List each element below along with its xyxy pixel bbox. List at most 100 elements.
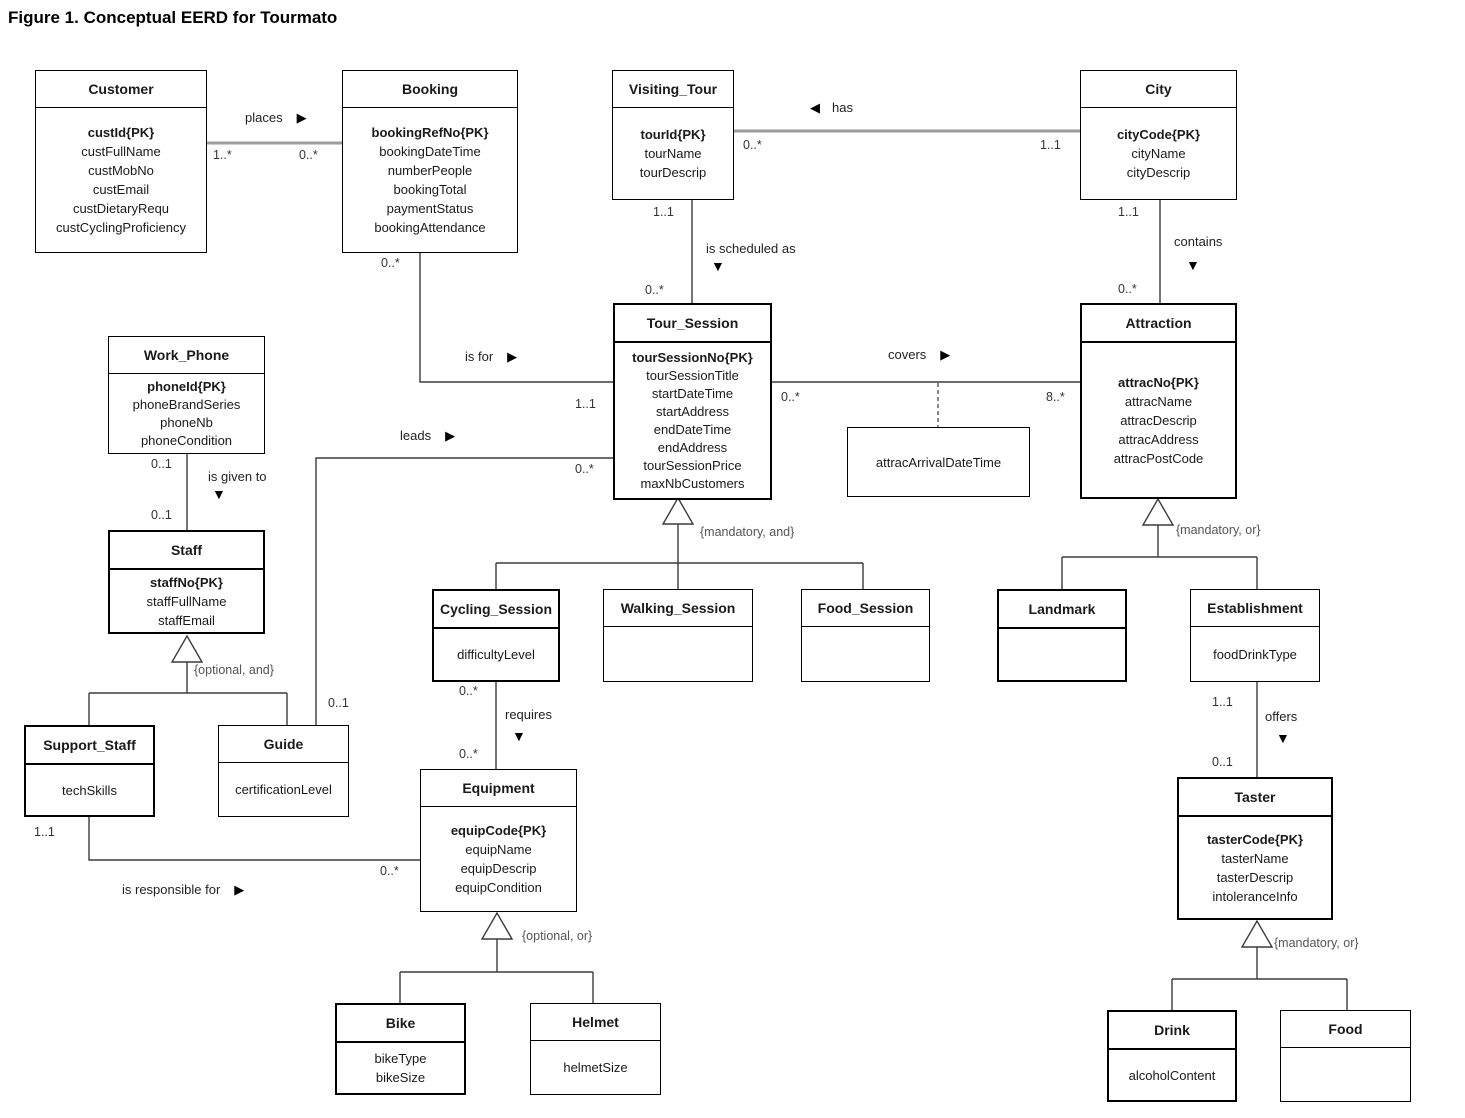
entity-title: Customer [36, 71, 206, 108]
entity-attributes: helmetSize [531, 1041, 660, 1094]
cardinality-is-given-to-work-phone: 0..1 [151, 457, 172, 471]
entity-attribute: phoneCondition [140, 432, 233, 448]
entity-helmet: Helmet helmetSize [530, 1003, 661, 1095]
entity-attribute: staffEmail [158, 613, 215, 628]
entity-title: Work_Phone [109, 337, 264, 374]
entity-attribute: custDietaryRequ [72, 201, 170, 216]
entity-attribute: equipName [465, 842, 532, 857]
entity-attribute: techSkills [62, 782, 117, 798]
cardinality-contains-top: 1..1 [1118, 205, 1139, 219]
entity-attribute: cityCode{PK} [1116, 127, 1201, 142]
cardinality-is-given-to-staff: 0..1 [151, 508, 172, 522]
entity-attribute: custId{PK} [87, 125, 155, 140]
inheritance-triangle-taster [1240, 919, 1274, 948]
entity-title: Staff [110, 532, 263, 570]
entity-attribute: attracName [1124, 393, 1193, 409]
arrow-left-icon: ◀ [810, 100, 820, 115]
entity-attribute: bookingRefNo{PK} [371, 125, 489, 140]
line-is-responsible-for [88, 817, 420, 861]
cardinality-is-responsible-for-equipment: 0..* [380, 864, 399, 878]
arrow-right-icon: ▶ [507, 349, 518, 364]
constraint-staff-specialization: {optional, and} [194, 663, 274, 677]
spec-lines-equipment [399, 939, 594, 1003]
spec-lines-taster [1171, 947, 1348, 1010]
cardinality-requires-equipment: 0..* [459, 747, 478, 761]
inheritance-triangle-tour-session [661, 496, 695, 525]
arrow-down-icon: ▼ [711, 258, 725, 274]
cardinality-is-for-tour-session: 1..1 [575, 397, 596, 411]
relationship-name: leads [400, 428, 432, 443]
entity-attribute: phoneNb [160, 414, 213, 430]
entity-attributes: certificationLevel [219, 763, 348, 816]
relationship-name: covers [888, 347, 927, 362]
entity-attribute: startAddress [656, 403, 729, 419]
entity-title: Food [1281, 1011, 1410, 1048]
entity-title: Tour_Session [615, 305, 770, 343]
entity-title: Food_Session [802, 590, 929, 627]
arrow-right-icon: ▶ [296, 110, 307, 125]
relationship-label-is-given-to: is given to [208, 469, 267, 484]
constraint-attraction-specialization: {mandatory, or} [1176, 523, 1261, 537]
entity-attribute: attracNo{PK} [1118, 374, 1199, 390]
relationship-label-offers: offers [1265, 709, 1297, 724]
cardinality-is-scheduled-as-top: 1..1 [653, 205, 674, 219]
association-attribute-box: attracArrivalDateTime [847, 427, 1030, 497]
entity-attributes [1281, 1048, 1410, 1101]
entity-attribute: staffFullName [146, 594, 227, 609]
entity-landmark: Landmark [997, 589, 1127, 682]
arrow-down-icon: ▼ [212, 486, 226, 502]
entity-attribute: tourSessionTitle [646, 367, 739, 383]
entity-attribute: alcoholContent [1128, 1067, 1216, 1083]
entity-attribute: phoneId{PK} [147, 378, 226, 394]
entity-food-session: Food_Session [801, 589, 930, 682]
arrow-down-icon: ▼ [1186, 257, 1200, 273]
entity-title: Establishment [1191, 590, 1319, 627]
cardinality-requires-cycling-session: 0..* [459, 684, 478, 698]
relationship-name: is responsible for [122, 882, 221, 897]
arrow-down-icon: ▼ [512, 728, 526, 744]
relationship-name: offers [1265, 709, 1298, 724]
relationship-name: contains [1174, 234, 1223, 249]
entity-support-staff: Support_Staff techSkills [24, 725, 155, 817]
constraint-equipment-specialization: {optional, or} [522, 929, 593, 943]
entity-attribute: equipCode{PK} [450, 823, 547, 838]
entity-attributes: techSkills [26, 765, 153, 815]
entity-tour-session: Tour_Session tourSessionNo{PK} tourSessio… [613, 303, 772, 500]
entity-food: Food [1280, 1010, 1411, 1102]
relationship-name: has [832, 100, 853, 115]
entity-attribute: tourSessionNo{PK} [632, 349, 753, 365]
entity-title: Equipment [421, 770, 576, 807]
entity-attribute: attracAddress [1118, 431, 1199, 447]
cardinality-is-for-booking: 0..* [381, 256, 400, 270]
entity-work-phone: Work_Phone phoneId{PK} phoneBrandSeries ph… [108, 336, 265, 454]
entity-attribute: paymentStatus [386, 201, 474, 216]
relationship-name: is for [465, 349, 494, 364]
cardinality-covers-tour-session: 0..* [781, 390, 800, 404]
entity-title: Drink [1109, 1012, 1235, 1050]
relationship-label-is-scheduled-as: is scheduled as [706, 241, 796, 256]
entity-attribute: bikeSize [375, 1070, 426, 1085]
entity-attribute: phoneBrandSeries [132, 396, 241, 412]
entity-title: Bike [337, 1005, 464, 1043]
relationship-label-places: places ▶ [245, 110, 307, 125]
entity-attribute: attracPostCode [1113, 450, 1204, 466]
entity-title: Guide [219, 726, 348, 763]
entity-attribute: tourName [644, 146, 702, 161]
cardinality-places-customer: 1..* [213, 148, 232, 162]
relationship-name: is scheduled as [706, 241, 796, 256]
relationship-name: places [245, 110, 283, 125]
entity-attribute: endAddress [657, 439, 728, 455]
entity-attribute: custMobNo [88, 163, 154, 178]
relationship-name: requires [505, 707, 552, 722]
